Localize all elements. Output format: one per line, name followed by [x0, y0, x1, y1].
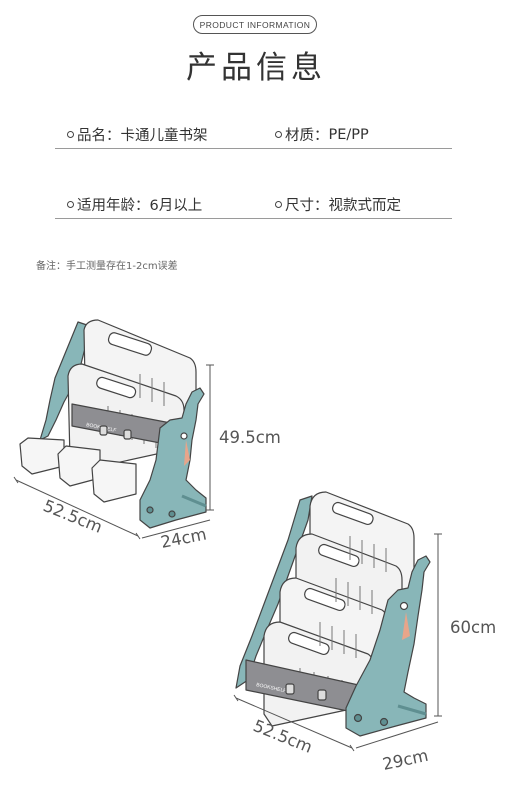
info-separator: ： — [106, 128, 121, 144]
small-shelf-illustration: BOOKSHELF — [19, 319, 207, 529]
measurement-note: 备注：手工测量存在1-2cm误差 — [36, 261, 178, 272]
info-value: 视款式而定 — [328, 198, 402, 214]
page-title: 产品信息 — [186, 50, 326, 86]
info-separator: ： — [314, 128, 329, 144]
info-item-material: 材质 ： PE/PP — [275, 124, 369, 145]
small-shelf-right-side — [139, 387, 207, 529]
large-shelf-height-label: 60cm — [450, 618, 496, 637]
circle-bullet-icon — [67, 131, 74, 138]
info-value: PE/PP — [328, 126, 369, 143]
large-shelf-right-side — [345, 555, 431, 737]
small-shelf-depth-label: 24cm — [159, 524, 208, 551]
info-label: 品名 — [77, 128, 106, 144]
small-shelf-dimension-lines — [13, 364, 214, 540]
info-item-size: 尺寸 ： 视款式而定 — [275, 194, 401, 215]
info-label: 材质 — [285, 128, 314, 144]
circle-bullet-icon — [275, 201, 282, 208]
circle-bullet-icon — [275, 131, 282, 138]
small-shelf-height-label: 49.5cm — [219, 428, 281, 447]
info-label: 尺寸 — [285, 198, 314, 214]
info-row-1: 品名 ： 卡通儿童书架 材质 ： PE/PP — [55, 116, 452, 149]
info-value: 卡通儿童书架 — [120, 128, 208, 144]
info-separator: ： — [135, 198, 150, 214]
info-item-age: 适用年龄 ： 6月以上 — [67, 194, 202, 215]
small-shelf-bin — [91, 459, 137, 503]
small-shelf-width-label: 52.5cm — [41, 496, 106, 537]
section-badge: PRODUCT INFORMATION — [193, 15, 317, 34]
info-separator: ： — [314, 198, 329, 214]
large-shelf-depth-label: 29cm — [381, 746, 430, 774]
info-item-name: 品名 ： 卡通儿童书架 — [67, 124, 208, 145]
large-shelf-illustration: BOOKSHELF — [235, 491, 431, 737]
info-label: 适用年龄 — [77, 198, 135, 214]
info-row-2: 适用年龄 ： 6月以上 尺寸 ： 视款式而定 — [55, 186, 452, 219]
large-shelf-dimension-lines — [233, 533, 442, 752]
circle-bullet-icon — [67, 201, 74, 208]
info-value: 6月以上 — [149, 198, 203, 214]
small-shelf-bin — [19, 437, 65, 475]
